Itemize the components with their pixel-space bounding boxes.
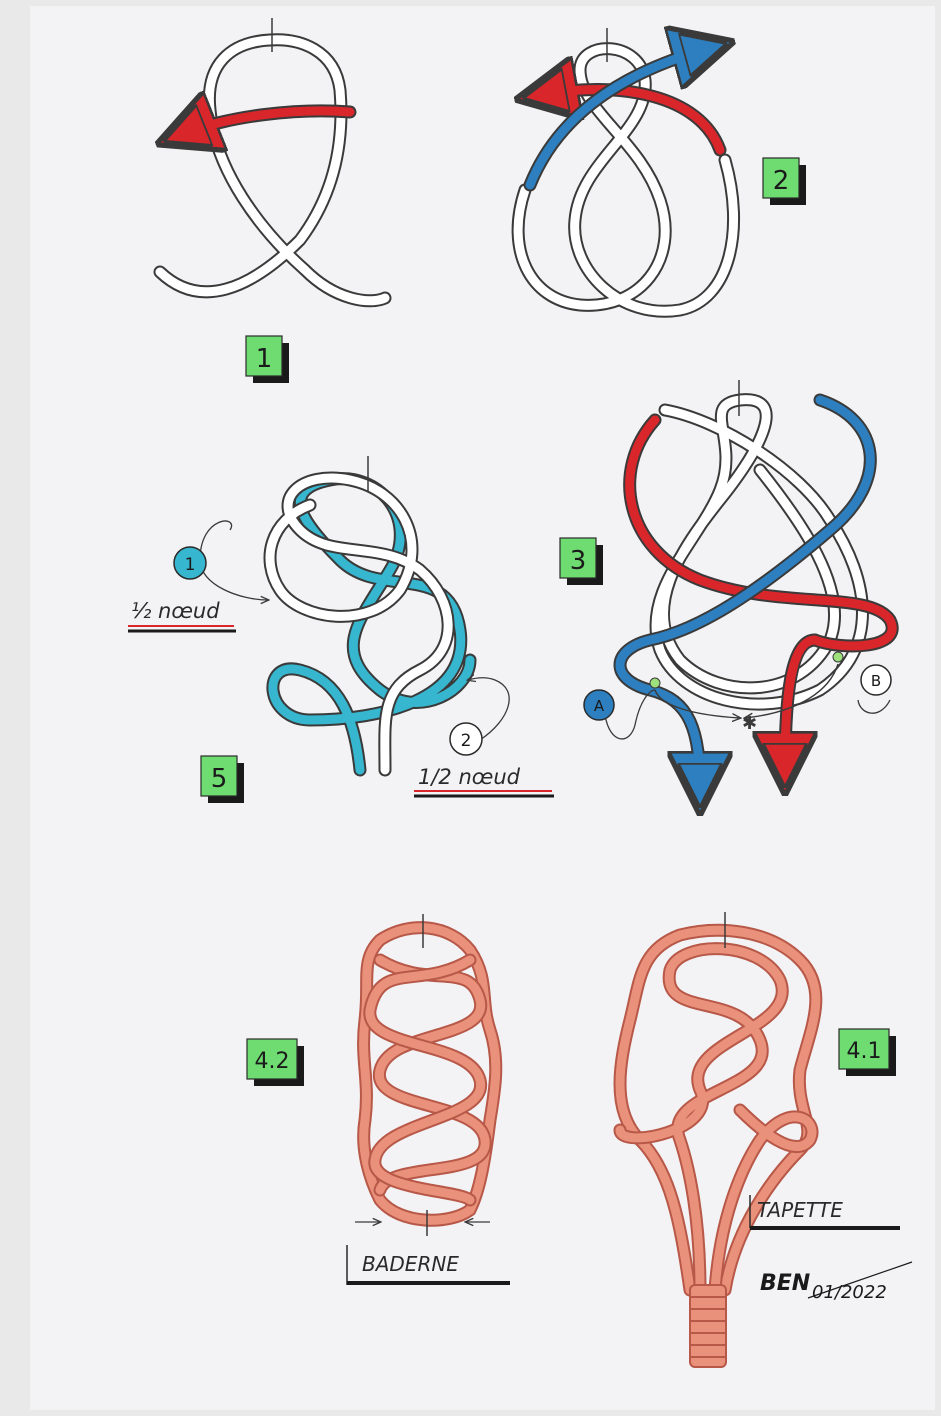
- marker-2: 2: [450, 723, 482, 755]
- marker-1-label: 1: [185, 555, 196, 575]
- step-badge-4-2: 4.2: [247, 1039, 304, 1086]
- marker-2-label: 2: [461, 731, 472, 751]
- step-badge-2: 2: [763, 158, 806, 205]
- step-number-4-2: 4.2: [255, 1049, 290, 1074]
- step-badge-4-1: 4.1: [839, 1029, 896, 1076]
- step-badge-5: 5: [201, 756, 244, 803]
- signature-name: BEN: [760, 1271, 810, 1296]
- step-badge-1: 1: [246, 336, 289, 383]
- step-number-4-1: 4.1: [847, 1039, 882, 1064]
- step-number-1: 1: [256, 344, 273, 374]
- tapette-handle: [690, 1285, 726, 1367]
- marker-a-label: A: [594, 697, 605, 715]
- svg-text:✱: ✱: [742, 713, 757, 734]
- step-number-5: 5: [211, 764, 228, 794]
- marker-a: A: [584, 690, 614, 720]
- marker-b: B: [861, 665, 891, 695]
- step-number-3: 3: [570, 546, 587, 576]
- marker-1: 1: [174, 547, 206, 579]
- baderne-text: BADERNE: [362, 1252, 459, 1276]
- half-knot-1-text: ½ nœud: [131, 599, 220, 623]
- marker-b-label: B: [871, 672, 881, 690]
- tapette-text: TAPETTE: [757, 1198, 843, 1222]
- half-knot-2-text: 1/2 nœud: [418, 765, 521, 789]
- step-badge-3: 3: [560, 538, 603, 585]
- step-number-2: 2: [773, 166, 790, 196]
